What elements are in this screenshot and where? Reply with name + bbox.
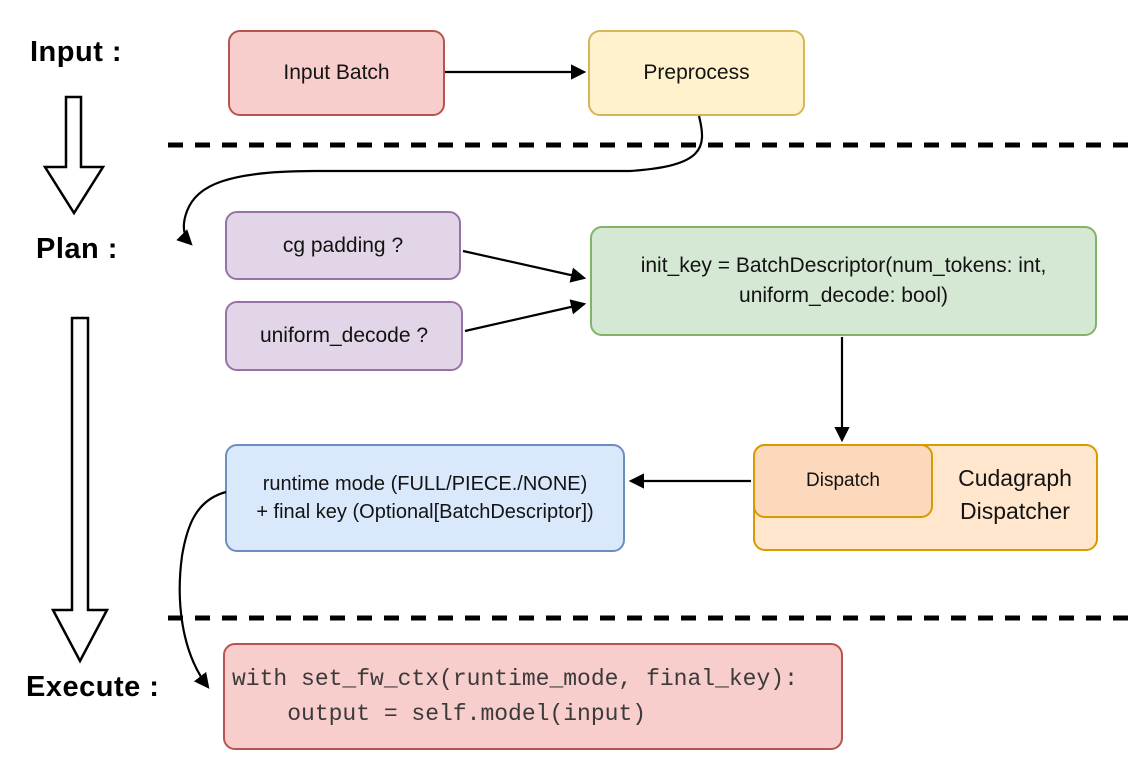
arrow-runtime-mode-to-execute-code [178, 490, 227, 689]
input-to-plan-arrow [42, 95, 106, 216]
node-preprocess-label: Preprocess [643, 61, 750, 85]
node-dispatch-label: Dispatch [806, 469, 880, 491]
execute-code-line1: with set_fw_ctx(runtime_mode, final_key)… [232, 665, 798, 692]
input-phase-label: Input : [30, 36, 123, 68]
node-init-key: init_key = BatchDescriptor(num_tokens: i… [590, 226, 1097, 336]
arrow-uniform-decode-to-init-key [464, 299, 587, 333]
node-runtime-mode-line2: + final key (Optional[BatchDescriptor]) [256, 501, 594, 523]
node-dispatch: Dispatch [753, 444, 933, 518]
node-cg-padding: cg padding ? [225, 211, 461, 280]
node-init-key-line2: uniform_decode: bool) [739, 284, 948, 307]
node-uniform-decode-label: uniform_decode ? [259, 324, 429, 348]
arrow-cg-padding-to-init-key [462, 249, 587, 283]
node-runtime-mode-line1: runtime mode (FULL/PIECE./NONE) [262, 472, 588, 495]
execute-code-line2: output = self.model(input) [232, 700, 647, 727]
node-preprocess: Preprocess [588, 30, 805, 116]
node-runtime-mode: runtime mode (FULL/PIECE./NONE) + final … [225, 444, 625, 552]
node-cg-padding-label: cg padding ? [282, 233, 404, 257]
node-input-batch: Input Batch [228, 30, 445, 116]
plan-phase-label: Plan : [36, 233, 118, 265]
node-input-batch-label: Input Batch [283, 61, 390, 85]
node-cudagraph-dispatcher-label: Cudagraph Dispatcher [958, 465, 1072, 525]
plan-to-execute-arrow [50, 316, 110, 664]
execute-phase-label: Execute : [26, 671, 160, 703]
node-uniform-decode: uniform_decode ? [225, 301, 463, 371]
node-execute-code: with set_fw_ctx(runtime_mode, final_key)… [223, 643, 843, 750]
node-init-key-line1: init_key = BatchDescriptor(num_tokens: i… [640, 254, 1047, 278]
